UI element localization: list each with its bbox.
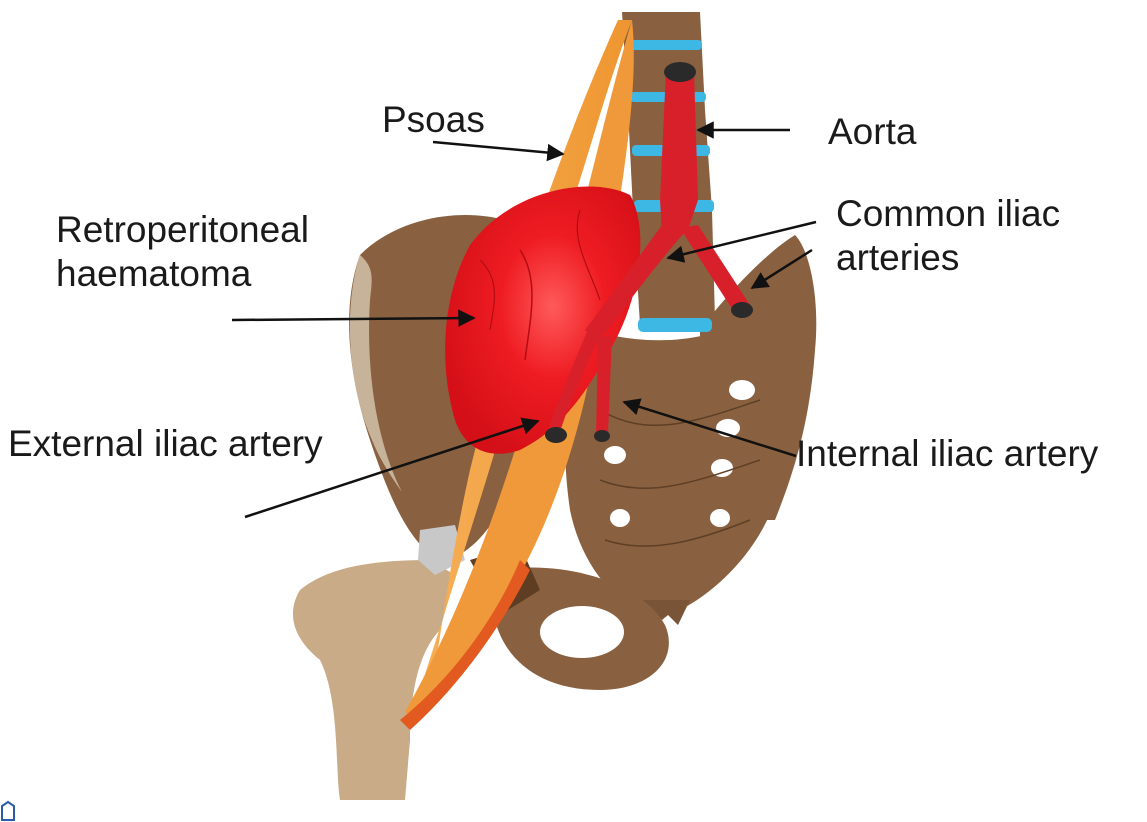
corner-watermark-icon — [0, 800, 16, 822]
haematoma-label-line1: Retroperitoneal — [56, 208, 309, 252]
external-iliac-lumen — [545, 427, 567, 443]
aorta — [660, 70, 698, 235]
aorta-label: Aorta — [828, 110, 916, 154]
sacral-foramen — [610, 509, 630, 527]
common-iliac-label-line2: arteries — [836, 236, 1060, 280]
haematoma-label-line2: haematoma — [56, 252, 309, 296]
external-iliac-label: External iliac artery — [8, 422, 323, 466]
sacral-foramen — [729, 380, 755, 400]
obturator-foramen — [540, 606, 624, 658]
right-iliac-lumen — [731, 302, 753, 318]
common-iliac-label-line1: Common iliac — [836, 192, 1060, 236]
sacral-foramen — [710, 509, 730, 527]
psoas-arrow — [433, 142, 563, 154]
intervertebral-disc — [628, 40, 702, 50]
intervertebral-disc — [638, 318, 712, 332]
sacral-foramen — [711, 459, 733, 477]
haematoma-label: Retroperitoneal haematoma — [56, 208, 309, 296]
sacral-foramen — [604, 446, 626, 464]
common-iliac-label: Common iliac arteries — [836, 192, 1060, 280]
psoas-label: Psoas — [382, 98, 485, 142]
internal-iliac-lumen — [594, 430, 610, 442]
aorta-lumen — [664, 62, 696, 82]
internal-iliac-label: Internal iliac artery — [796, 432, 1098, 476]
